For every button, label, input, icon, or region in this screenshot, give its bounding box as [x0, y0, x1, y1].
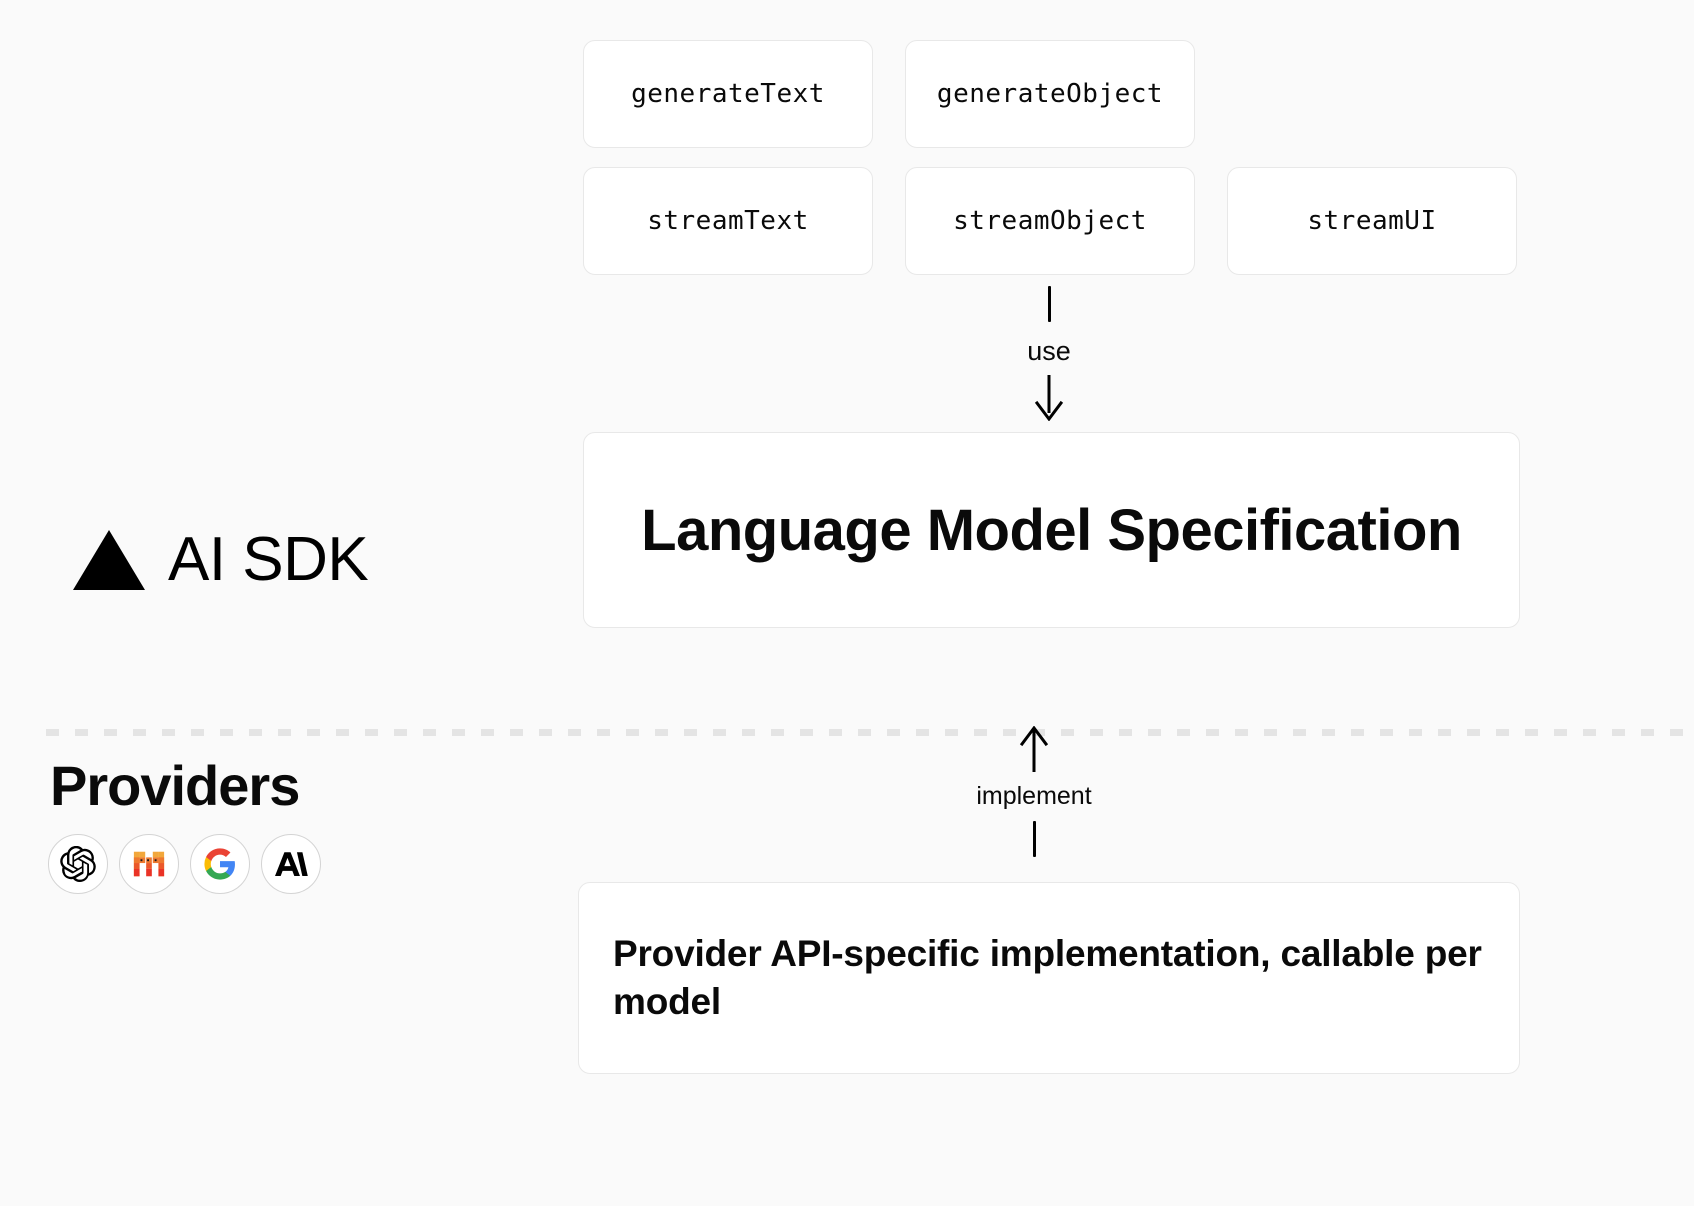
- providers-heading: Providers: [50, 754, 300, 817]
- connector-label-use: use: [1027, 336, 1071, 366]
- api-box-label: streamObject: [953, 206, 1147, 236]
- section-divider: [46, 729, 1694, 736]
- connector-use: use: [949, 286, 1149, 421]
- api-box-label: streamUI: [1307, 206, 1437, 236]
- vercel-triangle-icon: [73, 530, 145, 590]
- provider-chip-openai[interactable]: [48, 834, 108, 894]
- api-box-stream-object[interactable]: streamObject: [905, 167, 1195, 275]
- connector-line-segment: [1047, 286, 1051, 322]
- connector-implement: implement: [934, 726, 1134, 857]
- api-box-stream-text[interactable]: streamText: [583, 167, 873, 275]
- provider-chip-anthropic[interactable]: [261, 834, 321, 894]
- anthropic-logo-icon: [274, 851, 308, 876]
- connector-line-segment: [1032, 821, 1036, 857]
- spec-box-label: Language Model Specification: [641, 497, 1462, 563]
- brand-label: AI SDK: [168, 525, 369, 594]
- language-model-specification-box[interactable]: Language Model Specification: [583, 432, 1520, 628]
- implementation-box-label: Provider API-specific implementation, ca…: [613, 932, 1482, 1022]
- api-box-generate-object[interactable]: generateObject: [905, 40, 1195, 148]
- arrow-up-icon: [1019, 726, 1049, 772]
- provider-chip-mistral[interactable]: [119, 834, 179, 894]
- mistral-logo-icon: [133, 851, 165, 877]
- api-box-label: streamText: [647, 206, 809, 236]
- connector-label-implement: implement: [976, 782, 1092, 810]
- api-box-label: generateObject: [936, 79, 1164, 109]
- provider-chip-google[interactable]: [190, 834, 250, 894]
- provider-implementation-box[interactable]: Provider API-specific implementation, ca…: [578, 882, 1520, 1074]
- provider-logo-list: [48, 834, 321, 894]
- api-box-generate-text[interactable]: generateText: [583, 40, 873, 148]
- arrow-down-icon: [1034, 375, 1064, 421]
- brand-ai-sdk: AI SDK: [72, 525, 369, 594]
- api-box-stream-ui[interactable]: streamUI: [1227, 167, 1517, 275]
- openai-logo-icon: [60, 846, 96, 882]
- api-box-label: generateText: [631, 79, 825, 109]
- google-logo-icon: [204, 848, 235, 880]
